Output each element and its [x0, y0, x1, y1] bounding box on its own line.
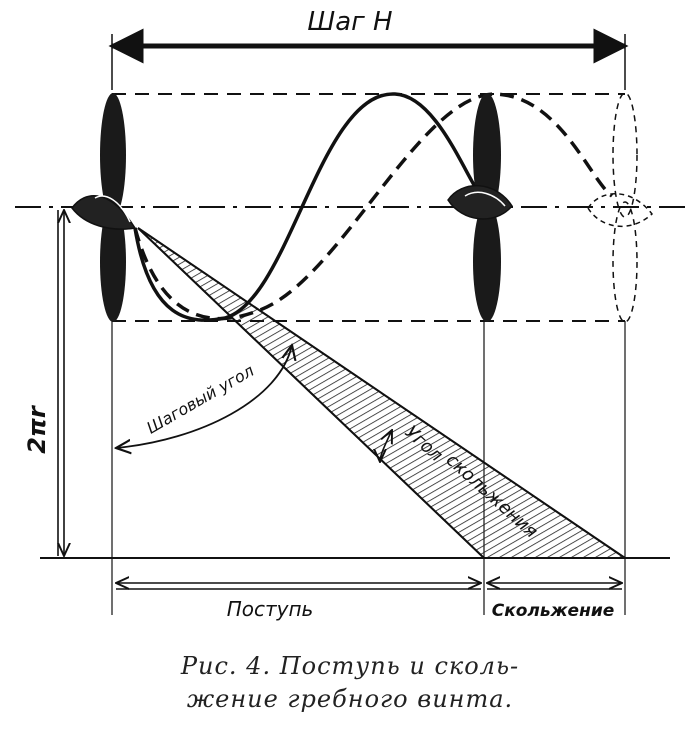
- advance-line: [137, 227, 485, 559]
- propeller-middle: [447, 93, 513, 322]
- slip-label: Скольжение: [492, 601, 615, 621]
- figure-caption-line-1: Рис. 4. Поступь и сколь-: [180, 652, 520, 680]
- propeller-left: [71, 93, 137, 322]
- hub: [447, 185, 513, 220]
- hub: [71, 194, 137, 230]
- pitch-label: Шаг H: [307, 7, 392, 37]
- pitch-line: [137, 227, 626, 559]
- blade-upper: [100, 93, 126, 217]
- propeller-right-ghost: [587, 92, 654, 323]
- slip-angle-arc: [380, 430, 392, 462]
- helix-solid-curve: [133, 92, 487, 322]
- advance-label: Поступь: [227, 597, 314, 621]
- figure-caption-line-2: жение гребного винта.: [186, 685, 514, 713]
- pitch-angle-label: Шаговый угол: [143, 361, 257, 438]
- two-pi-r-label: 2πr: [23, 404, 51, 454]
- helix-dashed-curve: [133, 92, 614, 321]
- blade-lower: [100, 202, 126, 322]
- pitch-angle-arc: [116, 345, 292, 448]
- blade-lower: [473, 202, 501, 322]
